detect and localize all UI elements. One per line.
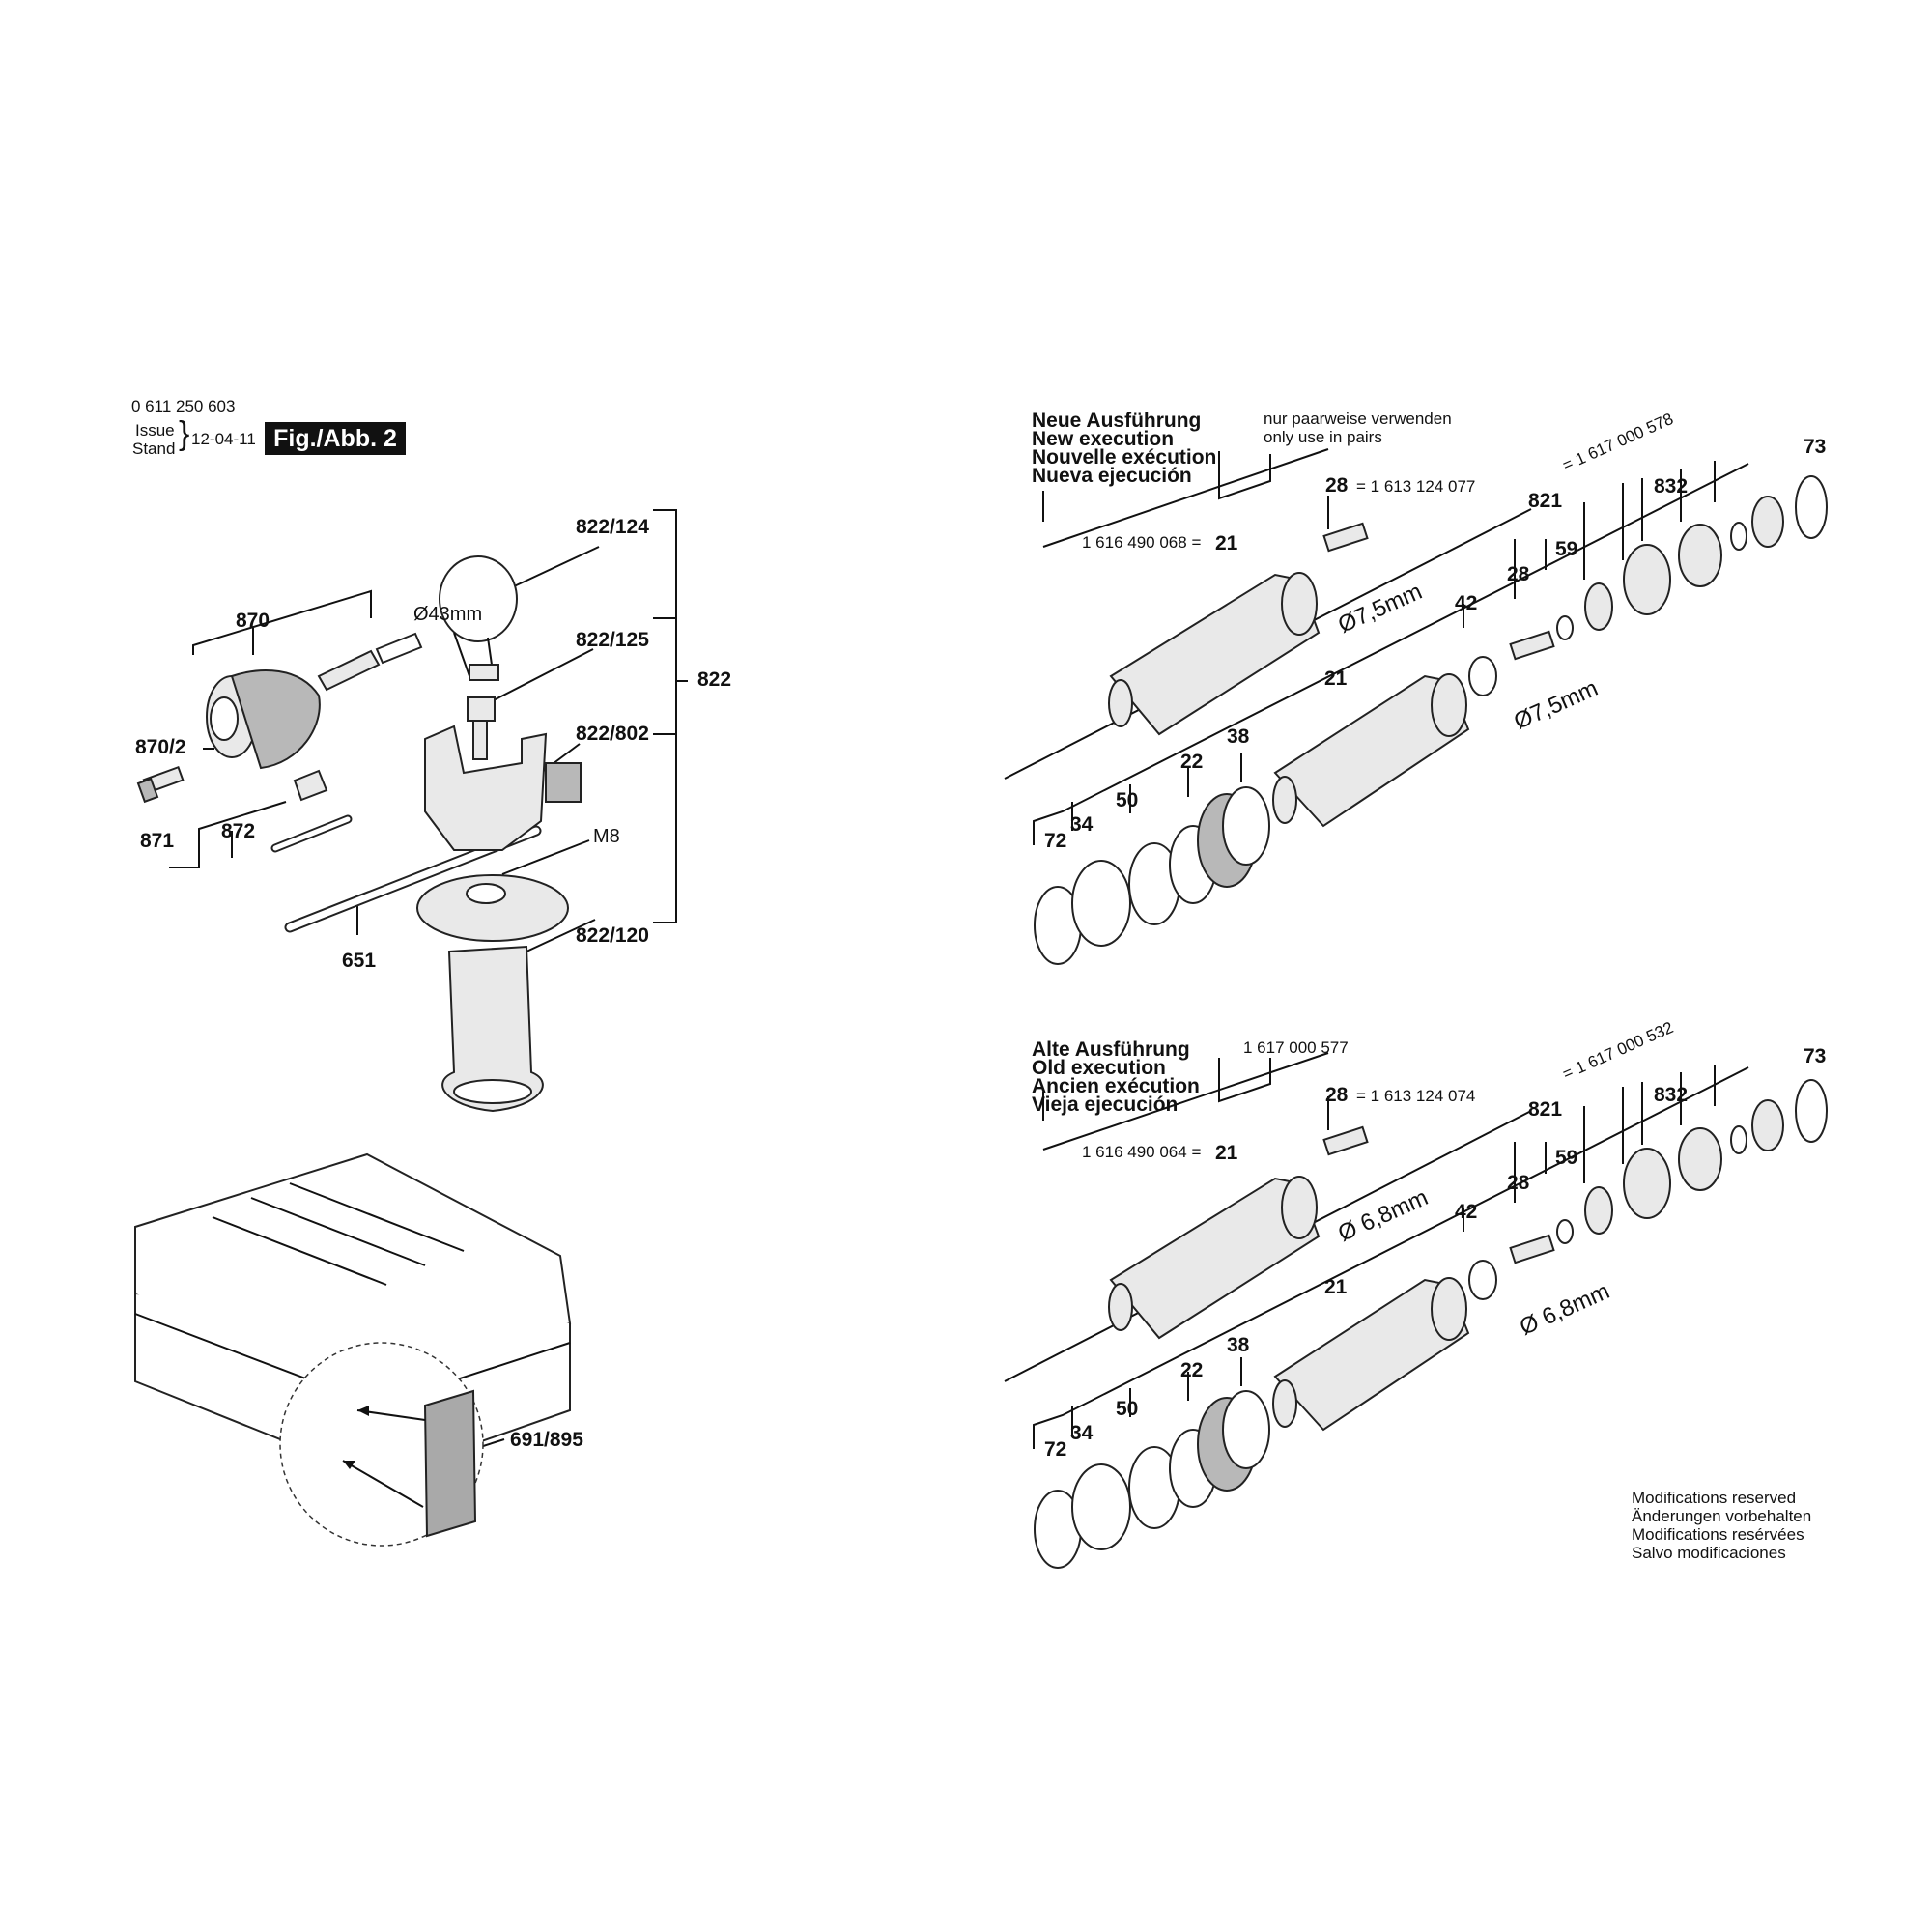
footer-fr: Modifications resérvées bbox=[1632, 1525, 1804, 1544]
new-num-22: 22 bbox=[1180, 751, 1204, 773]
case-label-691 bbox=[342, 1389, 477, 1538]
drill-chuck bbox=[206, 669, 321, 770]
new-exec-heading-de: Neue Ausführung bbox=[1032, 410, 1202, 432]
new-exec-lower-tool-holder bbox=[1272, 475, 1828, 828]
pairs-note-en: only use in pairs bbox=[1264, 428, 1382, 446]
pairs-note-de: nur paarweise verwenden bbox=[1264, 410, 1452, 428]
new-num-28-top: 28 bbox=[1325, 474, 1349, 497]
label-822-125: 822/125 bbox=[576, 629, 649, 651]
old-num-21-top: 21 bbox=[1215, 1142, 1238, 1164]
old-kit-ref: 1 617 000 577 bbox=[1243, 1038, 1349, 1057]
label-822-120: 822/120 bbox=[576, 924, 649, 947]
new-num-73: 73 bbox=[1804, 436, 1827, 458]
old-num-50: 50 bbox=[1116, 1398, 1139, 1420]
old-exec-heading-de: Alte Ausführung bbox=[1032, 1038, 1190, 1061]
old-num-59: 59 bbox=[1555, 1147, 1578, 1169]
old-num-42: 42 bbox=[1455, 1201, 1478, 1223]
new-num-21-top: 21 bbox=[1215, 532, 1238, 554]
footer-es: Salvo modificaciones bbox=[1632, 1544, 1786, 1562]
label-870: 870 bbox=[236, 610, 270, 632]
issue-label: Issue bbox=[135, 421, 175, 440]
old-num-38: 38 bbox=[1227, 1334, 1250, 1356]
new-exec-heading-fr: Nouvelle exécution bbox=[1032, 446, 1217, 469]
old-num-72: 72 bbox=[1044, 1438, 1067, 1461]
old-num-21-mid: 21 bbox=[1324, 1276, 1348, 1298]
label-822-802: 822/802 bbox=[576, 723, 649, 745]
new-p21-ref: 1 616 490 068 = bbox=[1082, 533, 1202, 552]
new-num-72: 72 bbox=[1044, 830, 1067, 852]
new-num-34: 34 bbox=[1070, 813, 1094, 836]
old-p21-ref: 1 616 490 064 = bbox=[1082, 1143, 1202, 1161]
brace: } bbox=[179, 415, 190, 452]
old-p28-ref: = 1 613 124 074 bbox=[1356, 1087, 1476, 1105]
clamp-bolt bbox=[467, 696, 496, 760]
new-exec-heading-en: New execution bbox=[1032, 428, 1175, 450]
new-num-21-mid: 21 bbox=[1324, 668, 1348, 690]
footer-en: Modifications reserved bbox=[1632, 1489, 1797, 1507]
old-exec-heading-es: Vieja ejecución bbox=[1032, 1094, 1179, 1116]
old-num-28-top: 28 bbox=[1325, 1084, 1349, 1106]
old-exec-upper-tool-holder bbox=[1108, 1125, 1369, 1340]
stand-label: Stand bbox=[132, 440, 176, 458]
old-num-73: 73 bbox=[1804, 1045, 1827, 1067]
label-m8: M8 bbox=[593, 826, 620, 847]
chuck-key bbox=[270, 769, 353, 853]
side-handle bbox=[416, 874, 569, 1113]
old-num-832: 832 bbox=[1654, 1084, 1689, 1106]
issue-date: 12-04-11 bbox=[191, 430, 256, 448]
new-p28-ref: = 1 613 124 077 bbox=[1356, 477, 1476, 496]
old-num-22: 22 bbox=[1180, 1359, 1204, 1381]
new-exec-heading-es: Nueva ejecución bbox=[1032, 465, 1192, 487]
label-870-2: 870/2 bbox=[135, 736, 186, 758]
bracket-870 bbox=[192, 589, 372, 655]
old-exec-heading-fr: Ancien exécution bbox=[1032, 1075, 1200, 1097]
old-num-28-mid: 28 bbox=[1507, 1172, 1530, 1194]
new-num-821: 821 bbox=[1528, 490, 1563, 512]
new-num-38: 38 bbox=[1227, 725, 1250, 748]
figure-label: Fig./Abb. 2 bbox=[265, 422, 406, 455]
old-exec-lower-tool-holder bbox=[1272, 1079, 1828, 1432]
label-691-895: 691/895 bbox=[510, 1429, 583, 1451]
label-871: 871 bbox=[140, 830, 175, 852]
old-num-821: 821 bbox=[1528, 1098, 1563, 1121]
new-exec-upper-tool-holder bbox=[1108, 522, 1369, 736]
old-num-34: 34 bbox=[1070, 1422, 1094, 1444]
new-num-832: 832 bbox=[1654, 475, 1689, 497]
label-diameter-43: Ø43mm bbox=[413, 604, 483, 625]
clamp-band bbox=[439, 555, 518, 681]
part-number: 0 611 250 603 bbox=[131, 397, 236, 415]
label-822: 822 bbox=[697, 668, 732, 691]
label-651: 651 bbox=[342, 950, 377, 972]
footer-de: Änderungen vorbehalten bbox=[1632, 1507, 1812, 1525]
new-num-42: 42 bbox=[1455, 592, 1478, 614]
screw-870-2 bbox=[136, 765, 185, 804]
label-872: 872 bbox=[221, 820, 256, 842]
drill-bit-870 bbox=[317, 632, 423, 692]
new-num-59: 59 bbox=[1555, 538, 1578, 560]
bracket-822 bbox=[653, 509, 677, 923]
new-exec-rings bbox=[1034, 786, 1270, 965]
label-822-124: 822/124 bbox=[576, 516, 649, 538]
new-num-28-mid: 28 bbox=[1507, 563, 1530, 585]
old-exec-rings bbox=[1034, 1390, 1270, 1569]
old-exec-heading-en: Old execution bbox=[1032, 1057, 1166, 1079]
handle-housing bbox=[424, 724, 582, 851]
new-num-50: 50 bbox=[1116, 789, 1139, 811]
